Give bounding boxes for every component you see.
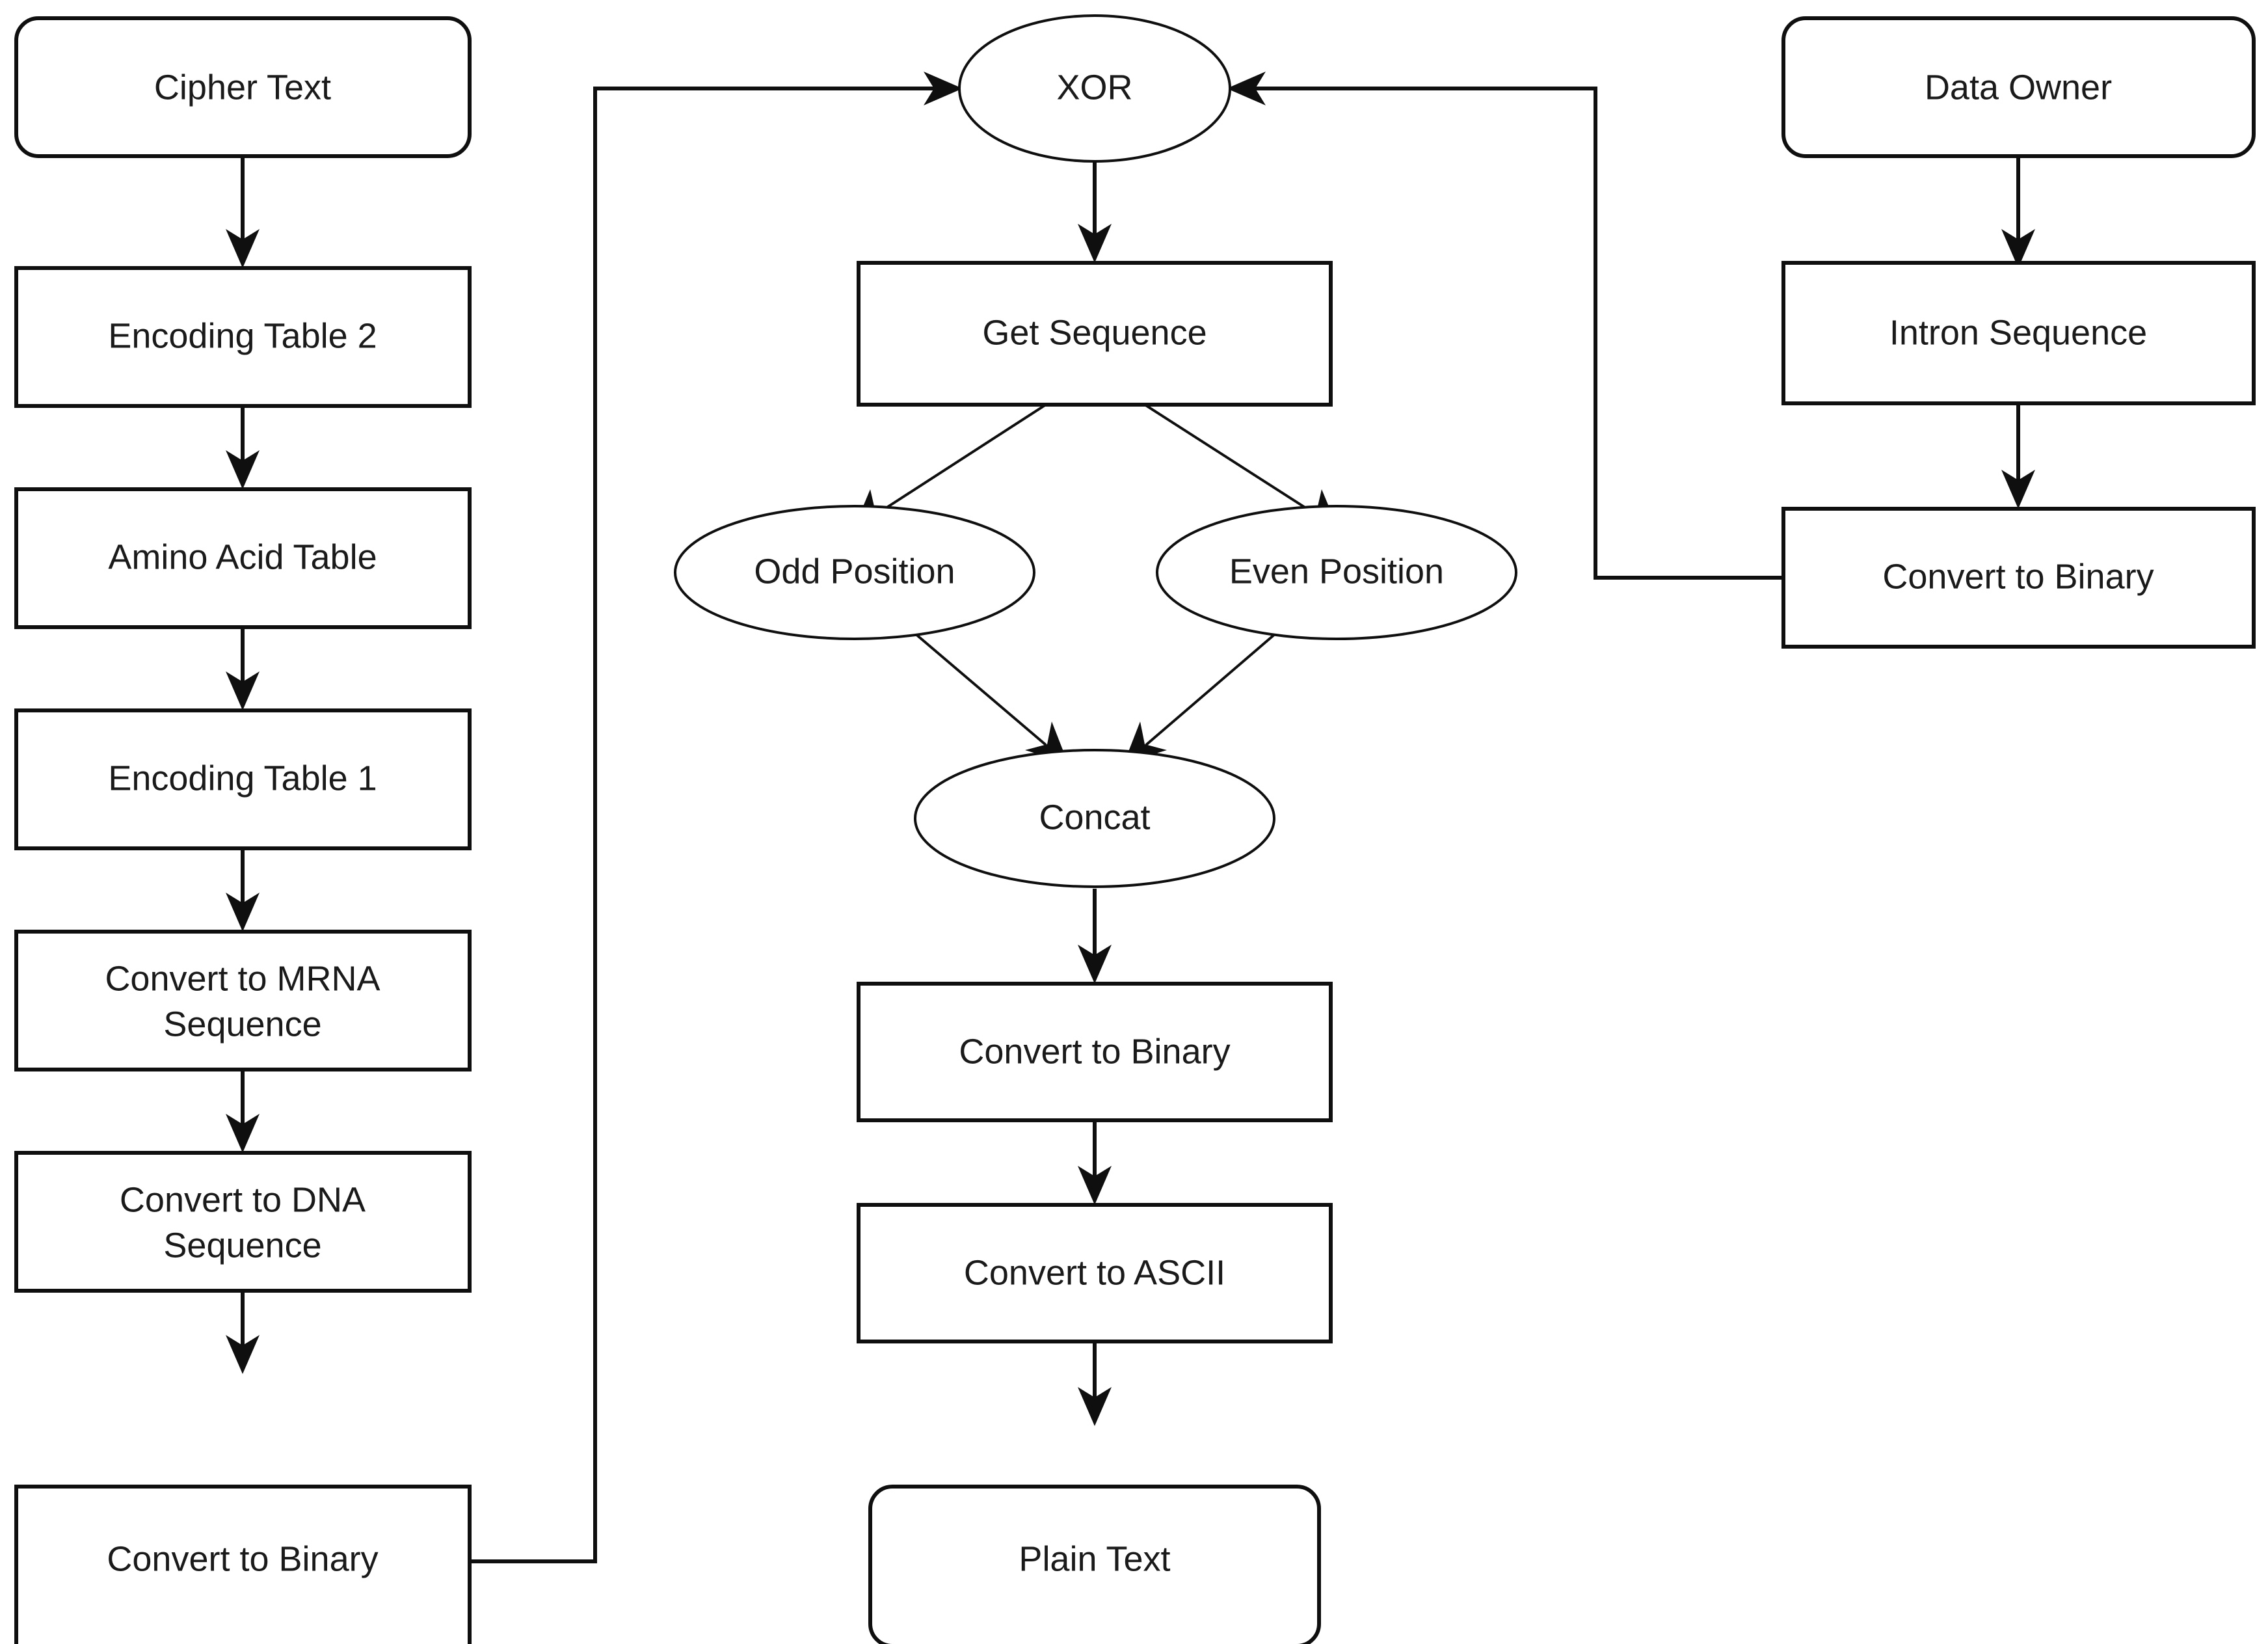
concat-label: Concat [1039, 798, 1150, 837]
node-intron-sequence[interactable]: Intron Sequence [1781, 261, 2256, 405]
xor-shape[interactable] [958, 14, 1231, 163]
even-position-label: Even Position [1229, 552, 1444, 591]
node-xor[interactable]: XOR [958, 14, 1231, 163]
node-data-owner[interactable]: Data Owner [1781, 16, 2256, 158]
xor-label: XOR [1056, 68, 1132, 107]
edge-data-owner-to-intron-sequence [2001, 156, 2035, 268]
edge-concat-to-center-convert-to-binary [1078, 889, 1112, 984]
convert-to-mrna-sequence-label-line2: Sequence [163, 1004, 321, 1044]
node-right-convert-to-binary[interactable]: Convert to Binary [1781, 507, 2256, 649]
left-convert-to-binary-shape[interactable] [14, 1485, 472, 1644]
edge-odd-position-to-concat [909, 628, 1068, 763]
get-sequence-shape[interactable] [857, 261, 1333, 407]
node-concat[interactable]: Concat [914, 749, 1275, 888]
node-encoding-table-1[interactable]: Encoding Table 1 [14, 708, 472, 850]
node-get-sequence[interactable]: Get Sequence [857, 261, 1333, 407]
encoding-table-2-label: Encoding Table 2 [108, 316, 377, 355]
node-convert-to-dna-sequence[interactable]: Convert to DNA Sequence [14, 1151, 472, 1293]
node-center-convert-to-binary[interactable]: Convert to Binary [857, 982, 1333, 1122]
node-cipher-text[interactable]: Cipher Text [14, 16, 472, 158]
convert-to-ascii-label: Convert to ASCII [964, 1253, 1225, 1292]
node-convert-to-mrna-sequence[interactable]: Convert to MRNA Sequence [14, 930, 472, 1071]
amino-acid-table-label: Amino Acid Table [108, 537, 377, 576]
data-owner-shape[interactable] [1781, 16, 2256, 158]
cipher-text-label: Cipher Text [154, 68, 331, 107]
plain-text-shape[interactable] [868, 1485, 1321, 1644]
convert-to-ascii-shape[interactable] [857, 1203, 1333, 1343]
node-odd-position[interactable]: Odd Position [674, 505, 1035, 640]
edge-center-convert-to-binary-to-convert-to-ascii [1078, 1119, 1112, 1205]
left-convert-to-binary-label: Convert to Binary [107, 1539, 378, 1578]
cipher-text-shape[interactable] [14, 16, 472, 158]
convert-to-mrna-sequence-label-line1: Convert to MRNA [105, 959, 380, 998]
edge-convert-to-ascii-to-plain-text [1078, 1340, 1112, 1426]
odd-position-label: Odd Position [754, 552, 955, 591]
node-encoding-table-2[interactable]: Encoding Table 2 [14, 266, 472, 408]
convert-to-mrna-sequence-shape[interactable] [14, 930, 472, 1071]
edge-intron-sequence-to-right-convert-to-binary [2001, 403, 2035, 509]
convert-to-dna-sequence-shape[interactable] [14, 1151, 472, 1293]
right-convert-to-binary-label: Convert to Binary [1882, 557, 2154, 596]
node-plain-text[interactable]: Plain Text [868, 1485, 1321, 1644]
edge-even-position-to-concat [1124, 628, 1281, 763]
encoding-table-2-shape[interactable] [14, 266, 472, 408]
convert-to-dna-sequence-label-line1: Convert to DNA [120, 1180, 366, 1219]
even-position-shape[interactable] [1156, 505, 1517, 640]
center-convert-to-binary-label: Convert to Binary [959, 1032, 1230, 1071]
edge-cipher-text-to-encoding-table-2 [226, 156, 260, 268]
encoding-table-1-shape[interactable] [14, 708, 472, 850]
convert-to-dna-sequence-label-line2: Sequence [163, 1226, 321, 1265]
odd-position-shape[interactable] [674, 505, 1035, 640]
concat-shape[interactable] [914, 749, 1275, 888]
right-convert-to-binary-shape[interactable] [1781, 507, 2256, 649]
encoding-table-1-label: Encoding Table 1 [108, 759, 377, 798]
node-convert-to-ascii[interactable]: Convert to ASCII [857, 1203, 1333, 1343]
intron-sequence-label: Intron Sequence [1889, 313, 2147, 352]
edge-left-convert-to-binary-to-xor [470, 72, 963, 1563]
plain-text-label: Plain Text [1019, 1539, 1170, 1578]
node-even-position[interactable]: Even Position [1156, 505, 1517, 640]
node-amino-acid-table[interactable]: Amino Acid Table [14, 487, 472, 629]
intron-sequence-shape[interactable] [1781, 261, 2256, 405]
center-convert-to-binary-shape[interactable] [857, 982, 1333, 1122]
node-left-convert-to-binary[interactable]: Convert to Binary [14, 1485, 472, 1644]
get-sequence-label: Get Sequence [982, 313, 1207, 352]
amino-acid-table-shape[interactable] [14, 487, 472, 629]
data-owner-label: Data Owner [1925, 68, 2112, 107]
edge-right-convert-to-binary-to-xor [1227, 72, 1783, 580]
edge-xor-to-get-sequence [1078, 161, 1112, 263]
